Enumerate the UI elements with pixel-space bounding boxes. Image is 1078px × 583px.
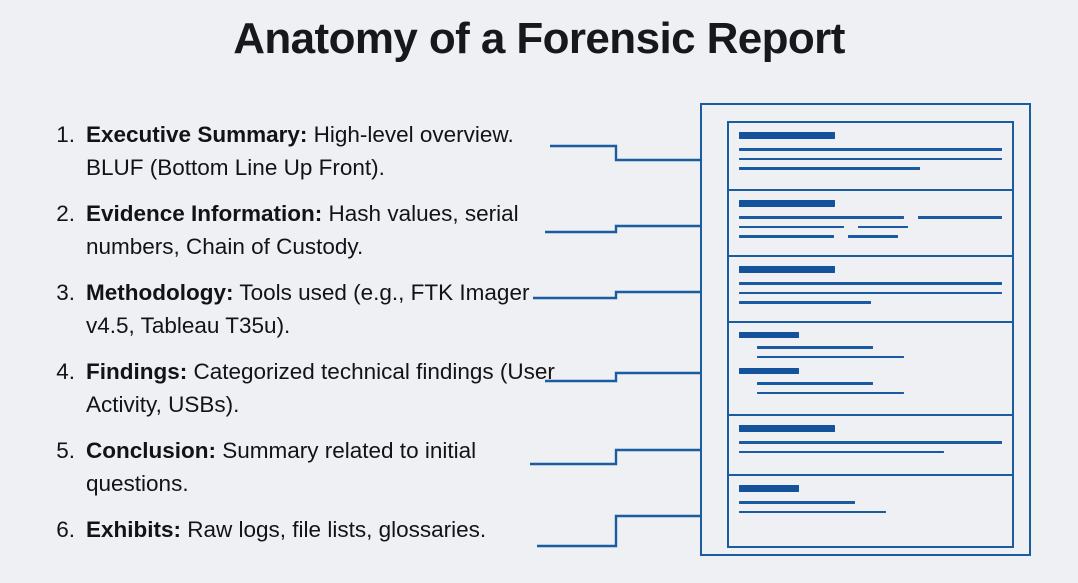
list-item-description: Raw logs, file lists, glossaries. <box>181 517 487 542</box>
list-item-description: Summary related to initial questions. <box>86 438 477 496</box>
doc-section-evidence-information <box>729 191 1012 257</box>
list-item-description: Tools used (e.g., FTK Imager v4.5, Table… <box>86 280 530 338</box>
report-document-page <box>727 121 1014 548</box>
doc-text-line <box>739 225 845 228</box>
list-item-body: Executive Summary: High-level overview. … <box>86 118 572 184</box>
list-item-description: Categorized technical findings (User Act… <box>86 359 555 417</box>
list-item-body: Methodology: Tools used (e.g., FTK Image… <box>86 276 572 342</box>
list-item-number: 5. <box>56 438 75 463</box>
doc-section-findings <box>729 323 1012 416</box>
doc-section-exhibits <box>729 476 1012 535</box>
doc-text-row <box>739 216 1002 226</box>
doc-section-methodology <box>729 257 1012 323</box>
connector-line-1 <box>550 144 722 162</box>
list-item-term: Exhibits: <box>86 517 182 542</box>
doc-text-line <box>739 157 1002 160</box>
list-item-body: Findings: Categorized technical findings… <box>86 355 572 421</box>
doc-text-line <box>757 391 905 394</box>
report-document-outline <box>700 103 1031 556</box>
doc-text-line <box>757 355 905 358</box>
report-sections-list: 1. Executive Summary: High-level overvie… <box>52 118 572 559</box>
list-item-description: High-level overview. BLUF (Bottom Line U… <box>86 122 514 180</box>
doc-text-line <box>847 235 898 238</box>
doc-text-line <box>739 282 1002 285</box>
doc-text-line <box>739 441 1002 444</box>
list-item: 4. Findings: Categorized technical findi… <box>52 355 572 421</box>
list-item-term: Evidence Information: <box>86 201 323 226</box>
list-item-body: Conclusion: Summary related to initial q… <box>86 434 572 500</box>
list-item-number: 1. <box>56 122 75 147</box>
doc-text-line <box>739 291 1002 294</box>
list-item-number: 3. <box>56 280 75 305</box>
doc-text-line <box>757 346 873 349</box>
list-item-body: Evidence Information: Hash values, seria… <box>86 197 572 263</box>
list-item: 1. Executive Summary: High-level overvie… <box>52 118 572 184</box>
doc-text-line <box>757 382 873 385</box>
doc-text-line <box>739 167 921 170</box>
list-item-term: Findings: <box>86 359 188 384</box>
doc-heading-bar <box>739 425 835 432</box>
list-item-number: 4. <box>56 359 75 384</box>
doc-text-line <box>739 301 871 304</box>
list-item-term: Conclusion: <box>86 438 216 463</box>
list-item-number: 2. <box>56 201 75 226</box>
doc-text-row <box>739 225 1002 236</box>
doc-text-line <box>739 501 855 504</box>
doc-text-line <box>918 216 1002 219</box>
list-item: 2. Evidence Information: Hash values, se… <box>52 197 572 263</box>
doc-text-line <box>739 235 834 238</box>
list-item: 6. Exhibits: Raw logs, file lists, gloss… <box>52 513 572 546</box>
list-item-description: Hash values, serial numbers, Chain of Cu… <box>86 201 519 259</box>
list-item: 5. Conclusion: Summary related to initia… <box>52 434 572 500</box>
list-item-body: Exhibits: Raw logs, file lists, glossari… <box>86 513 572 546</box>
doc-heading-bar <box>739 485 799 492</box>
doc-heading-bar <box>739 132 835 139</box>
doc-heading-bar <box>739 200 835 207</box>
doc-text-line <box>739 148 1002 151</box>
doc-text-line <box>739 450 945 453</box>
page-title: Anatomy of a Forensic Report <box>233 14 845 63</box>
doc-text-row <box>739 235 1002 238</box>
list-item: 3. Methodology: Tools used (e.g., FTK Im… <box>52 276 572 342</box>
doc-text-line <box>739 510 887 513</box>
doc-text-line <box>858 225 909 228</box>
doc-section-conclusion <box>729 416 1012 476</box>
doc-subheading-bar <box>739 368 799 374</box>
doc-heading-bar <box>739 266 835 273</box>
list-item-number: 6. <box>56 517 75 542</box>
list-item-term: Methodology: <box>86 280 234 305</box>
doc-section-executive-summary <box>729 123 1012 191</box>
doc-subheading-bar <box>739 332 799 338</box>
list-item-term: Executive Summary: <box>86 122 308 147</box>
doc-text-line <box>739 216 905 219</box>
